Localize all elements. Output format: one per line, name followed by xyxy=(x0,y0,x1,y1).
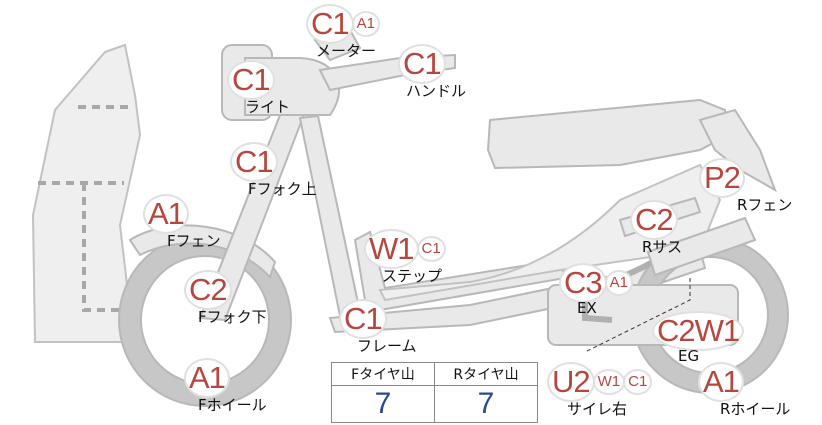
callout-handle: C1 ハンドル xyxy=(400,46,466,101)
muffler-leader-line xyxy=(584,278,691,353)
callout-eg: C2W1 EG xyxy=(654,313,743,365)
front-tread-value: 7 xyxy=(331,385,435,423)
rsus-code: C2 xyxy=(632,202,676,238)
rear-tread-value: 7 xyxy=(434,385,538,423)
muffler-r-label: サイレ右 xyxy=(567,400,628,418)
callout-rwheel: A1 Rホイール xyxy=(700,364,790,419)
meter-code-small: A1 xyxy=(353,13,378,35)
rsus-label: Rサス xyxy=(642,238,683,256)
seat-shape xyxy=(486,98,730,170)
step-code-small: C1 xyxy=(418,238,444,260)
muffler-r-code-small: W1 xyxy=(594,371,624,393)
callout-rfender: P2 Rフェン xyxy=(701,160,792,215)
ffork-lower-label: Fフォク下 xyxy=(198,308,267,326)
tread-value-row: 7 7 xyxy=(331,385,538,423)
ffender-label: Fフェン xyxy=(167,232,221,250)
callout-frame: C1 フレーム xyxy=(341,301,417,356)
shield-dash-3 xyxy=(82,183,130,312)
callout-ffork-upper: C1 Fフォク上 xyxy=(232,144,317,199)
rear-fender-shape xyxy=(698,108,777,193)
frame-label: フレーム xyxy=(357,337,417,355)
ex-code-small: A1 xyxy=(606,272,631,294)
muffler-r-code-small-2: C1 xyxy=(625,371,651,393)
ffork-upper-label: Fフォク上 xyxy=(248,180,317,198)
light-label: ライト xyxy=(245,98,291,116)
fwheel-code: A1 xyxy=(186,360,228,396)
rear-tread-header: Rタイヤ山 xyxy=(434,362,538,386)
eg-code: C2W1 xyxy=(654,313,743,349)
tire-tread-table: Fタイヤ山 Rタイヤ山 7 7 xyxy=(331,362,538,423)
rfender-code: P2 xyxy=(701,160,743,196)
step-label: ステップ xyxy=(382,267,443,285)
body-cover-shape xyxy=(378,163,722,302)
ex-label: EX xyxy=(577,299,597,317)
light-code: C1 xyxy=(229,62,273,98)
meter-label: メーター xyxy=(316,42,377,60)
muffler-r-code: U2 xyxy=(549,364,593,400)
rwheel-code: A1 xyxy=(700,364,742,400)
muffler-shape xyxy=(646,216,757,277)
callout-ffender: A1 Fフェン xyxy=(145,196,221,251)
callout-ffork-lower: C2 Fフォク下 xyxy=(186,272,267,327)
handle-label: ハンドル xyxy=(406,82,467,100)
meter-code: C1 xyxy=(308,6,352,42)
handle-code: C1 xyxy=(400,46,444,82)
ex-code: C3 xyxy=(561,265,605,301)
fwheel-label: Fホイール xyxy=(198,396,267,414)
front-tread-header: Fタイヤ山 xyxy=(331,362,435,386)
ffork-upper-code: C1 xyxy=(232,144,276,180)
ffork-lower-code: C2 xyxy=(186,272,230,308)
callout-rsus: C2 Rサス xyxy=(632,202,682,257)
eg-label: EG xyxy=(678,347,700,365)
frame-code: C1 xyxy=(341,301,385,337)
callout-fwheel: A1 Fホイール xyxy=(186,360,267,415)
rwheel-label: Rホイール xyxy=(720,400,791,418)
step-code: W1 xyxy=(366,231,417,267)
tread-header-row: Fタイヤ山 Rタイヤ山 xyxy=(331,362,538,386)
callout-light: C1 ライト xyxy=(229,62,290,117)
ffender-code: A1 xyxy=(145,196,187,232)
rfender-label: Rフェン xyxy=(737,196,793,214)
